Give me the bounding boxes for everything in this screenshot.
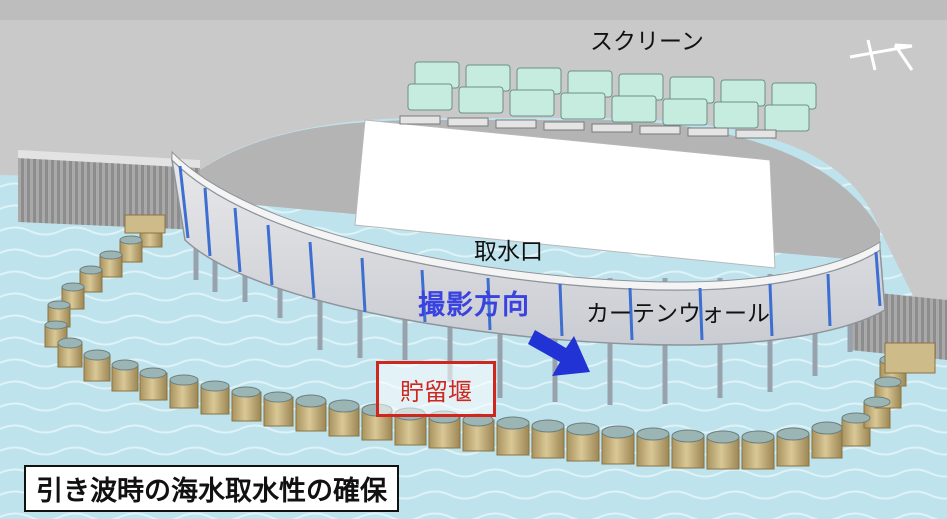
- weir-end-right: [884, 342, 936, 374]
- screen-units: [399, 61, 817, 139]
- quay-edge-left: [18, 150, 200, 168]
- screen-label: スクリーン: [590, 29, 704, 55]
- shooting-direction-label: 撮影方向: [418, 290, 530, 321]
- weir-end-left: [124, 214, 166, 234]
- land-top: [0, 0, 947, 20]
- intake-label: 取水口: [474, 239, 543, 265]
- curtain-wall-top: [171, 150, 881, 291]
- storage-weir-label: 貯留堰: [376, 361, 496, 417]
- storage-weir: [44, 214, 936, 470]
- curtain-wall-label: カーテンウォール: [586, 301, 770, 327]
- caption-box: 引き波時の海水取水性の確保: [24, 465, 399, 512]
- north-arrow-icon: [849, 39, 914, 71]
- curtain-wall-ribs: [178, 165, 882, 341]
- direction-arrow-icon: [528, 330, 590, 376]
- intake-opening: [354, 119, 776, 269]
- quay-wall-left: [18, 158, 200, 230]
